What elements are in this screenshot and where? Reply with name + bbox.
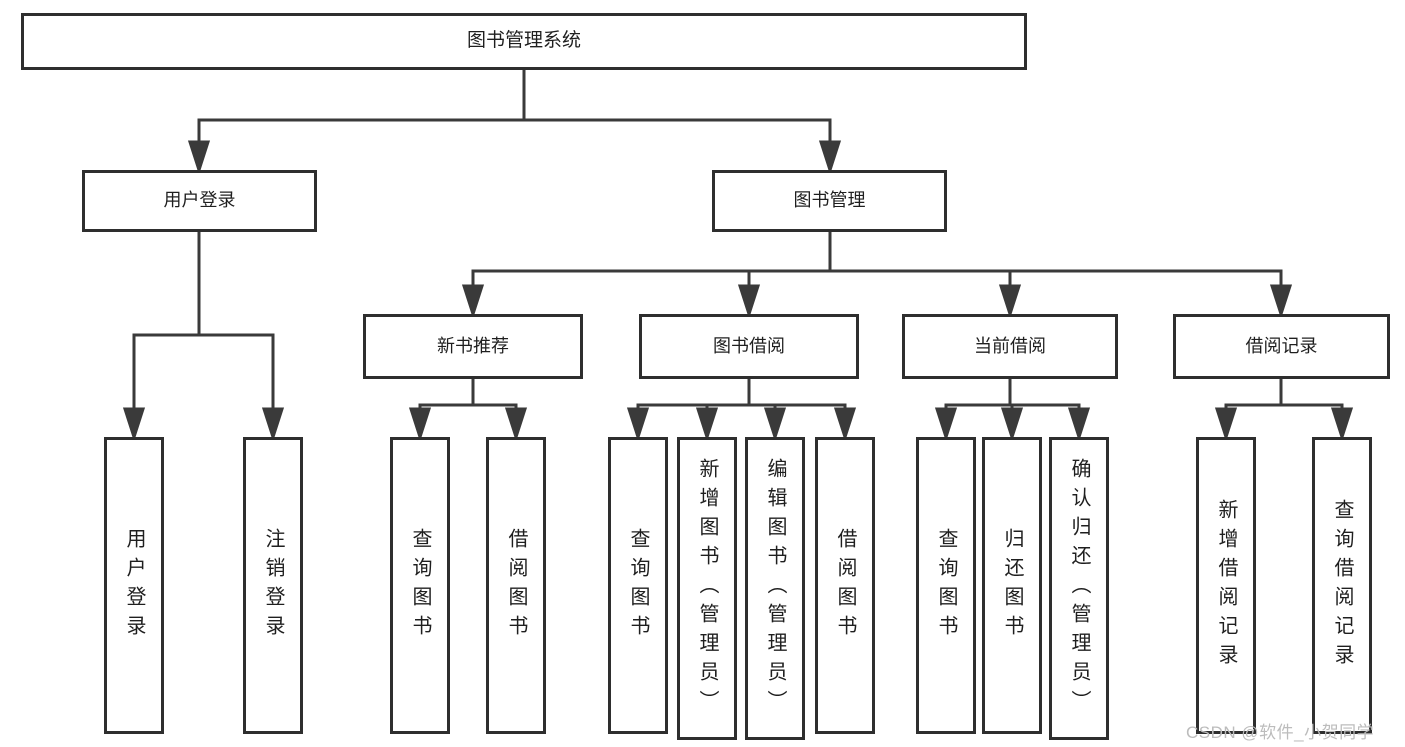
node-label: 借阅图书 <box>505 527 527 644</box>
node-user-login: 用户登录 <box>82 170 317 232</box>
node-label: 图书管理 <box>793 190 866 211</box>
leaf-query-books-recommend: 查询图书 <box>390 437 450 734</box>
node-label: 查询图书 <box>935 527 957 644</box>
leaf-add-borrow-record: 新增借阅记录 <box>1196 437 1256 734</box>
leaf-borrow-books: 借阅图书 <box>815 437 875 734</box>
node-borrowing-records: 借阅记录 <box>1173 314 1390 379</box>
node-label: 编辑图书（管理员） <box>764 458 786 719</box>
node-label: 图书管理系统 <box>466 30 581 52</box>
node-book-management: 图书管理 <box>712 170 947 232</box>
leaf-return-books: 归还图书 <box>982 437 1042 734</box>
node-label: 当前借阅 <box>974 335 1046 356</box>
node-new-book-recommendation: 新书推荐 <box>363 314 583 379</box>
node-label: 用户登录 <box>123 527 145 644</box>
node-label: 归还图书 <box>1001 527 1023 644</box>
leaf-confirm-return-admin: 确认归还（管理员） <box>1049 437 1109 740</box>
node-label: 查询图书 <box>409 527 431 644</box>
leaf-query-books-current: 查询图书 <box>916 437 976 734</box>
node-label: 注销登录 <box>262 527 284 644</box>
leaf-query-borrow-record: 查询借阅记录 <box>1312 437 1372 734</box>
node-label: 查询借阅记录 <box>1331 498 1353 673</box>
leaf-add-books-admin: 新增图书（管理员） <box>677 437 737 740</box>
node-label: 新增图书（管理员） <box>696 458 718 719</box>
node-label: 借阅图书 <box>834 527 856 644</box>
leaf-user-login: 用户登录 <box>104 437 164 734</box>
node-label: 新增借阅记录 <box>1215 498 1237 673</box>
leaf-edit-books-admin: 编辑图书（管理员） <box>745 437 805 740</box>
leaf-borrow-books-recommend: 借阅图书 <box>486 437 546 734</box>
leaf-logout: 注销登录 <box>243 437 303 734</box>
csdn-watermark: CSDN @软件_小贺同学 <box>1186 723 1375 742</box>
node-label: 确认归还（管理员） <box>1068 458 1090 719</box>
node-label: 新书推荐 <box>437 335 509 356</box>
node-current-borrowing: 当前借阅 <box>902 314 1118 379</box>
node-label: 图书借阅 <box>713 335 785 356</box>
leaf-query-books-borrow: 查询图书 <box>608 437 668 734</box>
node-label: 用户登录 <box>163 190 236 211</box>
node-label: 借阅记录 <box>1245 335 1318 356</box>
node-label: 查询图书 <box>627 527 649 644</box>
node-book-borrowing: 图书借阅 <box>639 314 859 379</box>
node-library-management-system: 图书管理系统 <box>21 13 1027 70</box>
